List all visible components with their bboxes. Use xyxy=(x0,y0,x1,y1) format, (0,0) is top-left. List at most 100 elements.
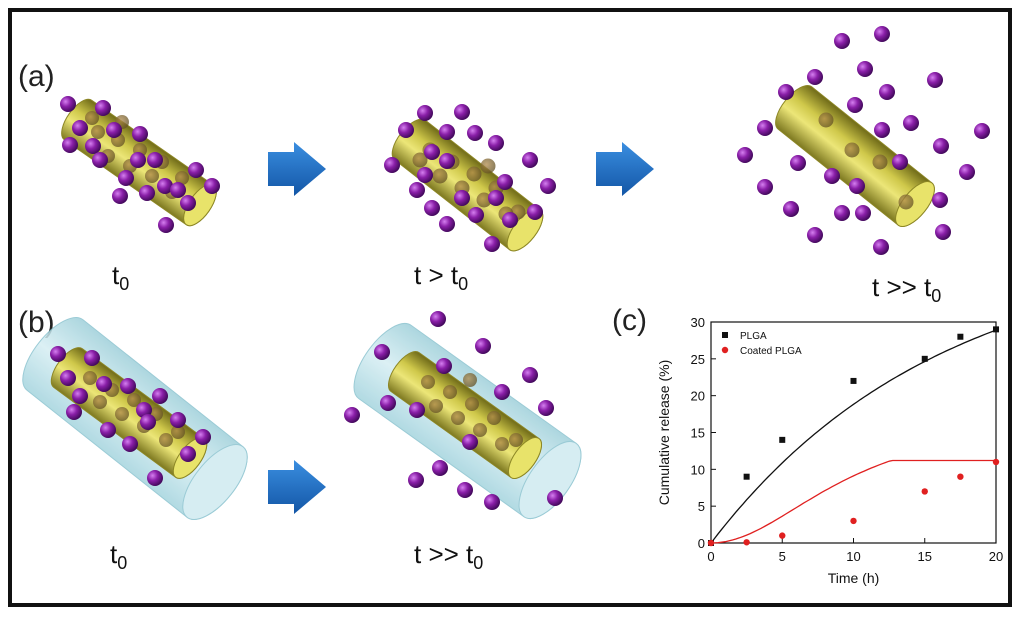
drug-particle xyxy=(140,414,156,430)
encapsulated-particle xyxy=(463,373,477,387)
scene-b-t0 xyxy=(22,317,248,520)
drug-particle xyxy=(132,126,148,142)
y-tick-label: 15 xyxy=(691,426,705,441)
drug-particle xyxy=(439,124,455,140)
plga-fit-curve xyxy=(710,329,997,544)
diagram-scenes xyxy=(22,26,990,520)
time-label-a3: t >> t0 xyxy=(872,272,941,306)
drug-particle xyxy=(927,72,943,88)
coated-plga-data-point xyxy=(957,473,964,480)
drug-particle xyxy=(467,125,483,141)
panel-label-c: (c) xyxy=(612,304,647,337)
drug-particle xyxy=(139,185,155,201)
drug-particle xyxy=(488,135,504,151)
scene-a-t0 xyxy=(60,96,220,233)
drug-particle xyxy=(547,490,563,506)
coated-plga-data-point xyxy=(707,539,715,547)
scene-a-t1 xyxy=(384,104,556,252)
x-tick-label: 0 xyxy=(707,549,714,564)
y-axis-title: Cumulative release (%) xyxy=(656,360,672,506)
encapsulated-particle xyxy=(818,112,834,128)
legend-label-coated: Coated PLGA xyxy=(740,346,802,357)
drug-particle xyxy=(409,182,425,198)
drug-particle xyxy=(374,344,390,360)
y-tick-label: 25 xyxy=(691,352,705,367)
plga-data-point xyxy=(921,355,928,362)
drug-particle xyxy=(874,122,890,138)
drug-particle xyxy=(60,96,76,112)
encapsulated-particle xyxy=(844,142,860,158)
drug-particle xyxy=(834,205,850,221)
drug-particle xyxy=(100,422,116,438)
drug-particle xyxy=(147,152,163,168)
time-label-a2: t > t0 xyxy=(414,260,468,294)
y-tick-label: 10 xyxy=(691,462,705,477)
drug-particle xyxy=(85,138,101,154)
drug-particle xyxy=(147,470,163,486)
drug-particle xyxy=(152,388,168,404)
drug-particle xyxy=(106,122,122,138)
drug-particle xyxy=(849,178,865,194)
plga-data-point xyxy=(993,326,999,333)
drug-particle xyxy=(424,144,440,160)
x-axis-title: Time (h) xyxy=(828,570,880,586)
encapsulated-particle xyxy=(83,371,97,385)
drug-particle xyxy=(538,400,554,416)
process-arrow xyxy=(268,460,326,514)
process-arrow xyxy=(268,142,326,196)
x-tick-label: 5 xyxy=(779,549,786,564)
drug-particle xyxy=(847,97,863,113)
encapsulated-particle xyxy=(465,397,479,411)
drug-particle xyxy=(935,224,951,240)
plga-data-point xyxy=(743,473,750,480)
coated-plga-data-point xyxy=(921,488,928,495)
x-tick-label: 20 xyxy=(989,549,1003,564)
legend-marker-plga xyxy=(722,332,728,338)
encapsulated-particle xyxy=(115,407,129,421)
drug-particle xyxy=(398,122,414,138)
scene-a-t2 xyxy=(737,26,990,255)
encapsulated-particle xyxy=(93,395,107,409)
drug-particle xyxy=(457,482,473,498)
drug-particle xyxy=(778,84,794,100)
drug-particle xyxy=(475,338,491,354)
drug-particle xyxy=(494,384,510,400)
drug-particle xyxy=(157,178,173,194)
drug-particle xyxy=(807,69,823,85)
plga-data-point xyxy=(957,333,964,340)
encapsulated-particle xyxy=(175,171,189,185)
y-tick-label: 20 xyxy=(691,389,705,404)
drug-particle xyxy=(122,436,138,452)
drug-particle xyxy=(484,236,500,252)
drug-particle xyxy=(439,216,455,232)
drug-particle xyxy=(874,26,890,42)
drug-particle xyxy=(522,152,538,168)
encapsulated-particle xyxy=(421,375,435,389)
drug-particle xyxy=(959,164,975,180)
drug-particle xyxy=(497,174,513,190)
scene-b-t1 xyxy=(344,311,582,519)
y-tick-label: 0 xyxy=(698,536,705,551)
drug-particle xyxy=(807,227,823,243)
drug-particle xyxy=(432,460,448,476)
encapsulated-particle xyxy=(171,425,185,439)
drug-particle xyxy=(974,123,990,139)
encapsulated-particle xyxy=(509,433,523,447)
drug-particle xyxy=(130,152,146,168)
coated-plga-data-point xyxy=(992,458,1000,466)
drug-particle xyxy=(417,105,433,121)
coated-plga-data-point xyxy=(850,517,857,525)
encapsulated-particle xyxy=(872,154,888,170)
drug-particle xyxy=(757,120,773,136)
drug-particle xyxy=(439,153,455,169)
drug-particle xyxy=(488,190,504,206)
drug-particle xyxy=(60,370,76,386)
encapsulated-particle xyxy=(487,411,501,425)
encapsulated-particle xyxy=(476,192,492,208)
y-tick-label: 5 xyxy=(698,499,705,514)
drug-particle xyxy=(855,205,871,221)
drug-particle xyxy=(84,350,100,366)
drug-particle xyxy=(903,115,919,131)
drug-particle xyxy=(502,212,518,228)
